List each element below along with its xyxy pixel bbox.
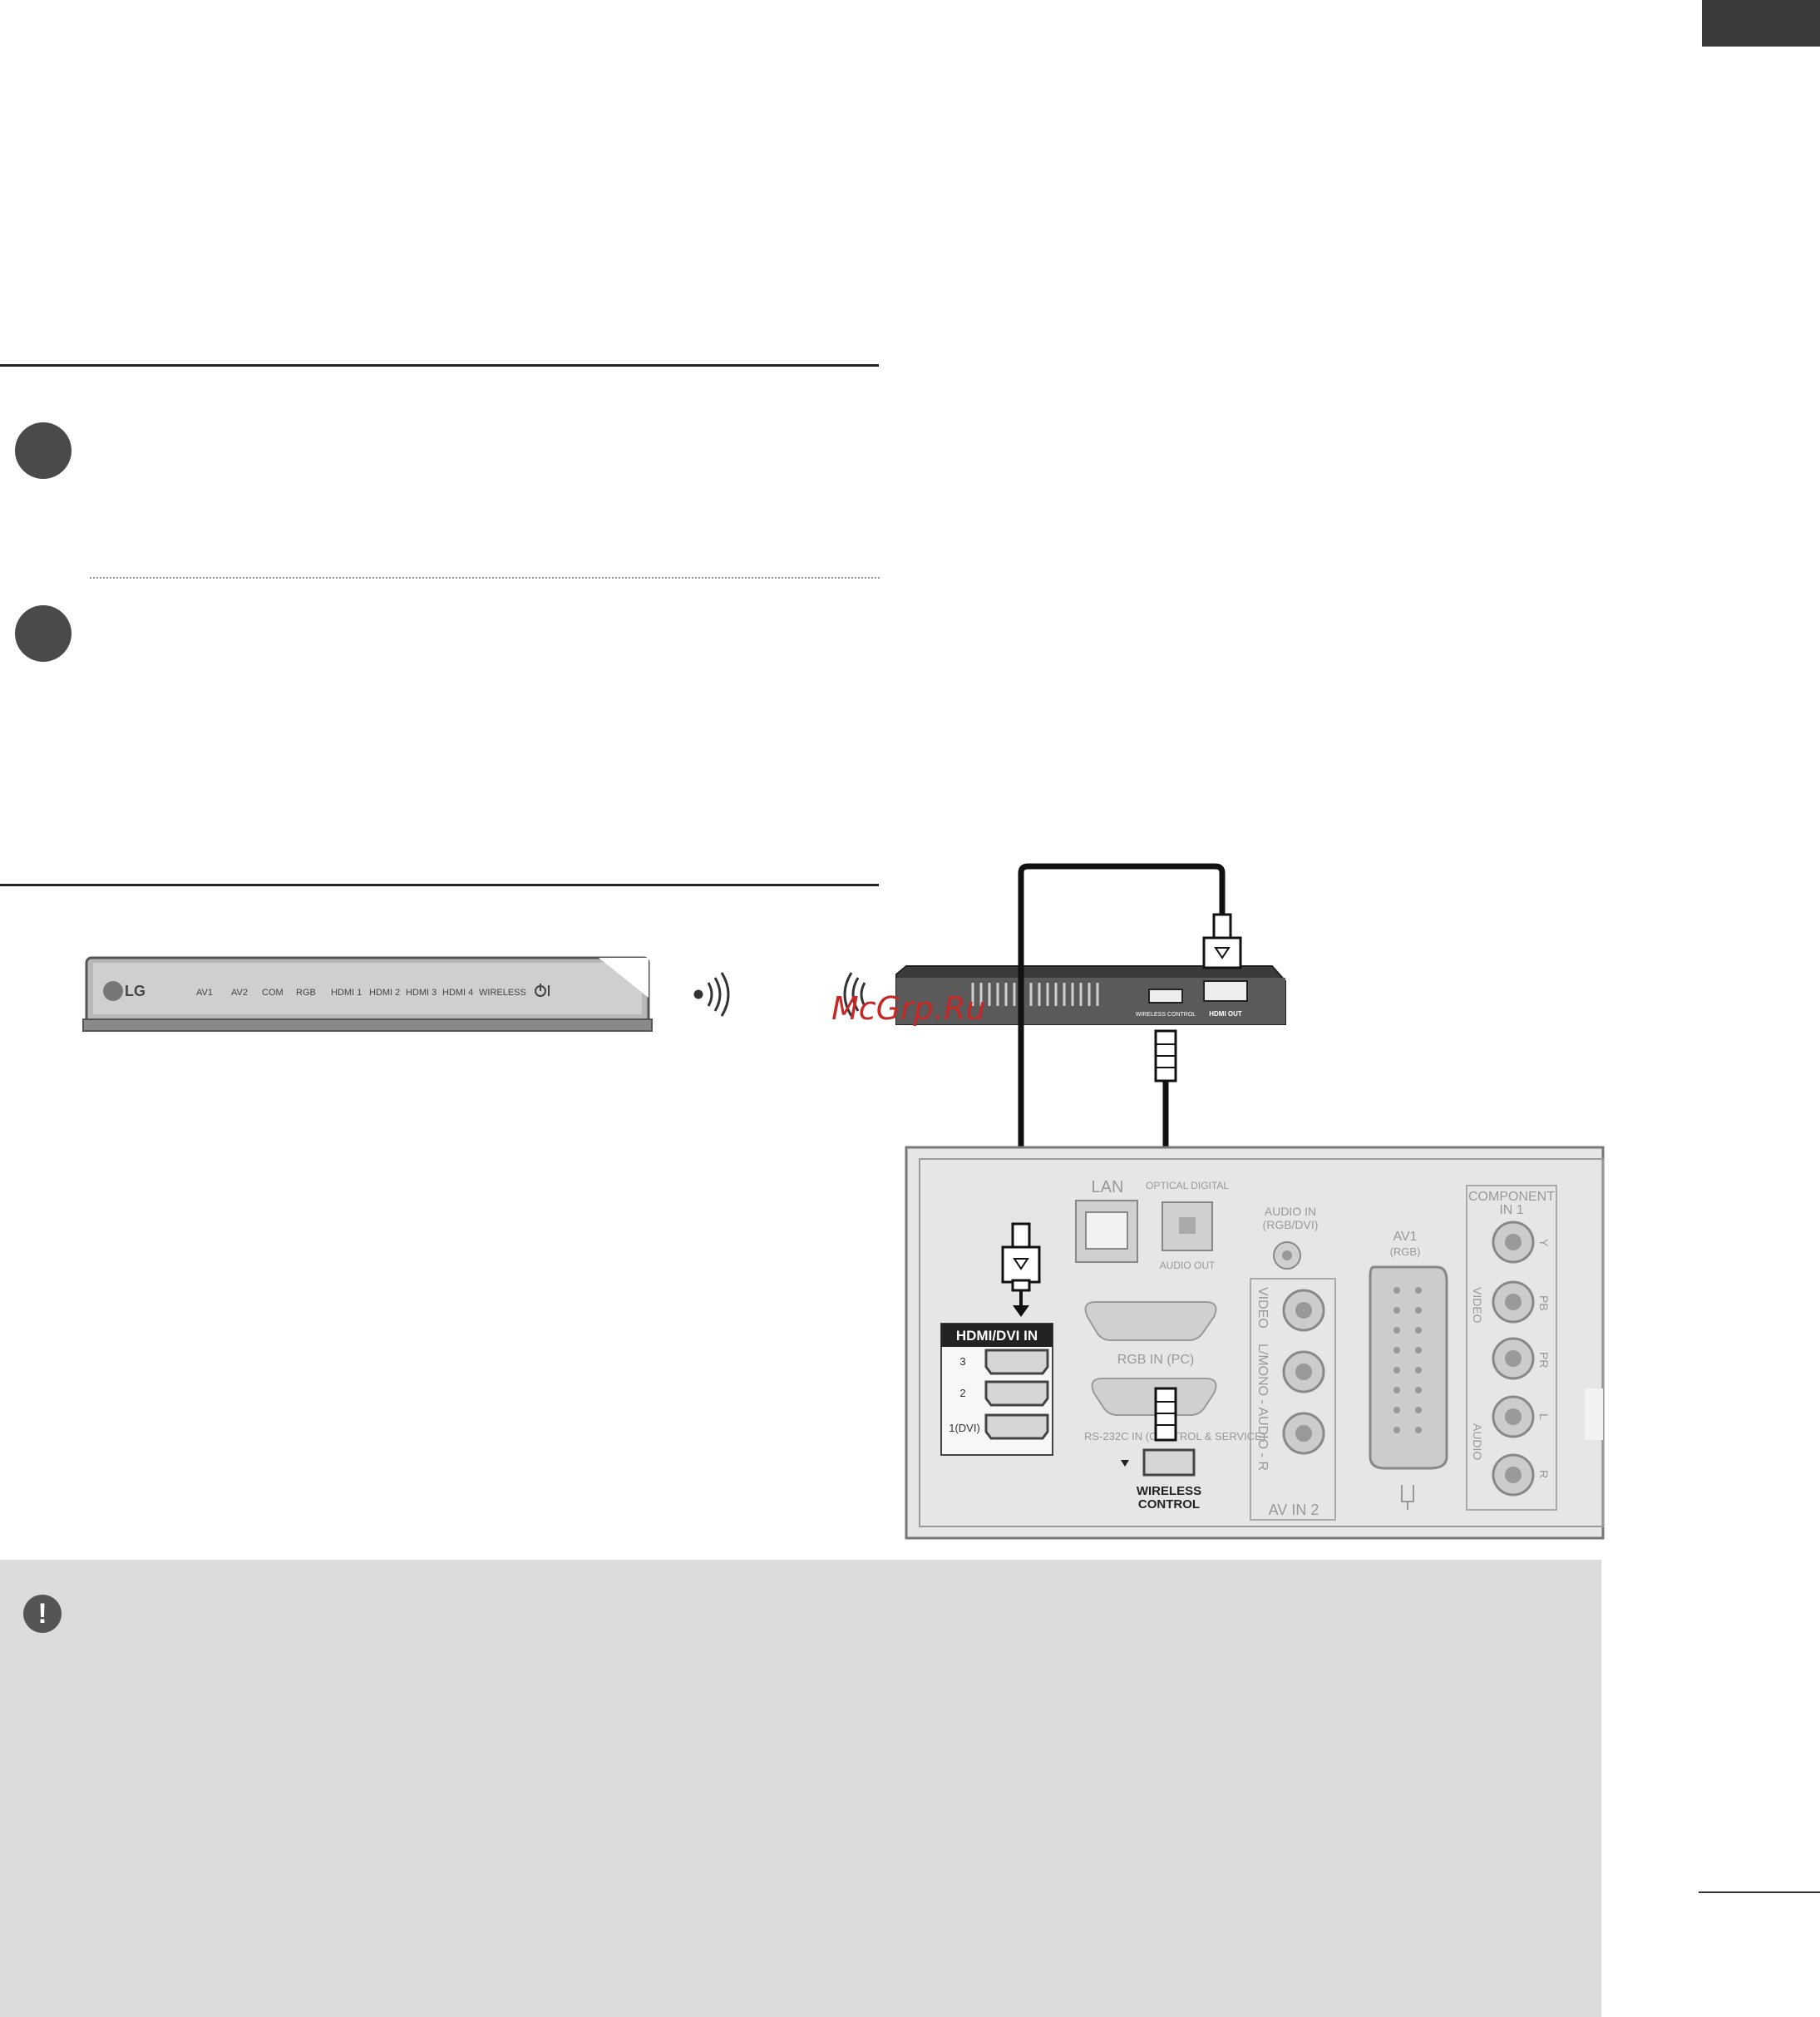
step-2-bullet [15,605,72,662]
indicator-av1: AV1 [196,988,213,998]
power-icon [535,984,550,997]
rgb-in-port [1084,1301,1217,1341]
component-audio-label: AUDIO [1471,1423,1484,1460]
component-y-label: Y [1537,1239,1551,1247]
indicator-wireless: WIRELESS [479,988,526,998]
indicator-hdmi4: HDMI 4 [442,988,473,998]
connect-arrow-icon [1013,1305,1029,1317]
section-rule-top [0,364,879,367]
component-label: COMPONENT [1468,1190,1555,1204]
wireless-control-sublabel: CONTROL [1138,1497,1200,1512]
component-pr-label: PR [1537,1352,1551,1368]
hdmi-connector-bottom [1001,1222,1041,1317]
indicator-com: COM [262,988,284,998]
indicator-av2: AV2 [231,988,248,998]
wireless-signal-icon [693,972,730,1017]
wireless-control-port [1142,1448,1196,1477]
component-jacks [1492,1221,1535,1497]
av-in-2-jacks [1282,1289,1325,1455]
component-l-label: L [1537,1413,1551,1420]
page-number-rule [1699,1891,1820,1893]
wireless-dongle: WIRELESS CONTROL HDMI OUT [895,965,1286,1025]
hdmi-dvi-in-label: HDMI/DVI IN [956,1328,1038,1344]
audio-in-label: AUDIO IN [1265,1205,1316,1218]
wireless-arrow-icon [1121,1460,1129,1467]
step-1-bullet [15,422,72,479]
component-video-label: VIDEO [1471,1287,1484,1324]
component-group [1466,1185,1557,1511]
component-sublabel: IN 1 [1499,1203,1523,1217]
antenna-icon [1401,1485,1414,1510]
audio-in-sublabel: (RGB/DVI) [1263,1218,1319,1231]
note-box [0,1560,1601,2017]
av1-sublabel: (RGB) [1390,1245,1421,1258]
av-in-2-label: AV IN 2 [1269,1502,1319,1518]
optical-label: OPTICAL DIGITAL [1146,1180,1229,1191]
hdmi-port-3-label: 3 [959,1355,965,1368]
wireless-control-label: WIRELESS [1137,1484,1201,1498]
indicator-hdmi1: HDMI 1 [331,988,362,998]
hdmi-port-1-label: 1(DVI) [949,1422,980,1434]
scart-port [1369,1265,1448,1470]
av-in-2-audio-label: L/MONO - AUDIO - R [1255,1344,1270,1471]
dongle-vent [971,983,1099,1006]
av-in-2-group [1250,1278,1336,1521]
av-in-2-video-label: VIDEO [1255,1287,1270,1329]
media-box-receiver: LG AV1 AV2 COM RGB HDMI 1 HDMI 2 HDMI 3 … [82,956,653,1032]
av1-label: AV1 [1393,1230,1417,1244]
lan-label: LAN [1092,1178,1124,1196]
chapter-tab-marker [1702,0,1820,47]
wireless-control-plug-bottom [1154,1387,1177,1442]
optical-port [1162,1201,1213,1251]
dongle-hdmi-label: HDMI OUT [1209,1010,1242,1018]
exclamation-icon: ! [23,1595,62,1633]
audio-out-label: AUDIO OUT [1160,1260,1216,1271]
indicator-hdmi3: HDMI 3 [406,988,437,998]
indicator-rgb: RGB [296,988,316,998]
rs232c-port [1091,1378,1217,1416]
component-pb-label: PB [1537,1295,1551,1311]
section-rule-diagram [0,884,879,886]
hdmi-connector-top [1202,913,1242,969]
lg-logo-icon [103,981,123,1001]
audio-in-jack [1273,1241,1301,1270]
tv-rear-panel: LAN OPTICAL DIGITAL AUDIO OUT AUDIO IN (… [905,1146,1605,1540]
dongle-wireless-label: WIRELESS CONTROL [1136,1012,1196,1018]
receiver-logo: LG [125,983,146,999]
lan-port [1075,1200,1138,1263]
rgb-in-label: RGB IN (PC) [1117,1353,1194,1367]
hdmi-cable [1018,863,1226,1222]
hdmi-port-2-label: 2 [959,1387,965,1399]
dongle-wireless-port [1148,989,1183,1004]
dongle-hdmi-port [1203,980,1248,1002]
step-divider [90,577,880,579]
component-r-label: R [1537,1470,1551,1478]
indicator-hdmi2: HDMI 2 [369,988,400,998]
hdmi-ports [984,1349,1049,1440]
wireless-control-plug-top [1154,1029,1177,1082]
watermark: McGrp.Ru [831,990,985,1027]
wireless-signal-icon [843,972,866,1017]
panel-edge-tab [1585,1388,1603,1440]
